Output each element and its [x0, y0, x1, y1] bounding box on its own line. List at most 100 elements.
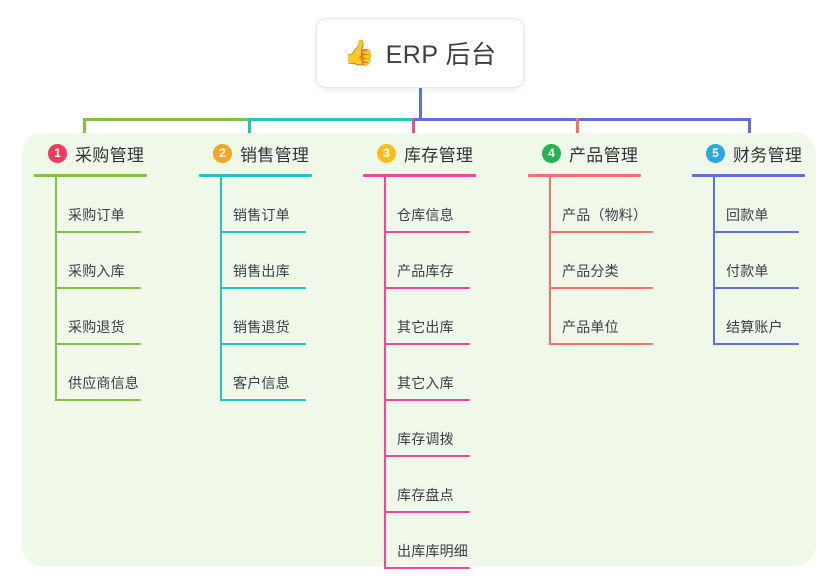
branch-item-underline [384, 287, 470, 289]
branch-item[interactable]: 产品库存 [384, 233, 476, 289]
branch-column: 1 采购管理采购订单采购入库采购退货供应商信息 [34, 140, 147, 401]
branch-item-label: 销售订单 [233, 207, 290, 223]
branch-item[interactable]: 付款单 [713, 233, 805, 289]
branch-item[interactable]: 出库库明细 [384, 513, 476, 569]
branch-item-underline [384, 511, 470, 513]
bus-segment [248, 118, 412, 121]
branch-item[interactable]: 产品（物料） [549, 177, 653, 233]
branch-item-label: 库存调拨 [397, 431, 454, 447]
branch-item-underline [220, 343, 306, 345]
branch-item[interactable]: 结算账户 [713, 289, 805, 345]
branch-column: 4 产品管理产品（物料） 产品分类产品单位 [528, 140, 653, 345]
branch-item[interactable]: 回款单 [713, 177, 805, 233]
branch-item[interactable]: 采购订单 [55, 177, 147, 233]
root-node-content: 👍 ERP 后台 [343, 35, 496, 71]
branch-item-label: 仓库信息 [397, 207, 454, 223]
branch-item[interactable]: 产品分类 [549, 233, 653, 289]
branch-header[interactable]: 4 产品管理 [528, 140, 641, 166]
branch-title: 库存管理 [404, 145, 474, 165]
branch-item-underline [220, 287, 306, 289]
bus-segment [83, 118, 248, 121]
branch-number-badge: 2 [213, 143, 232, 163]
branch-item-label: 销售出库 [233, 263, 290, 279]
branch-item-underline [55, 343, 141, 345]
branch-item-label: 出库库明细 [397, 543, 468, 559]
branch-item-label: 结算账户 [726, 319, 783, 335]
branch-item-underline [55, 399, 141, 401]
branch-item-underline [549, 231, 653, 233]
branch-spine [55, 177, 57, 401]
branch-item[interactable]: 采购入库 [55, 233, 147, 289]
bus-segment [426, 118, 748, 121]
branch-item[interactable]: 供应商信息 [55, 345, 147, 401]
branch-item-label: 付款单 [726, 263, 769, 279]
branch-number-badge: 4 [542, 143, 561, 163]
branch-header[interactable]: 3 库存管理 [363, 140, 476, 166]
branch-item-label: 产品（物料） [562, 207, 648, 223]
branch-item-label: 采购退货 [68, 319, 125, 335]
branch-item[interactable]: 销售出库 [220, 233, 312, 289]
branch-number-badge: 1 [48, 143, 67, 163]
branch-spine [713, 177, 715, 345]
branch-underline [692, 174, 805, 177]
branch-item[interactable]: 客户信息 [220, 345, 312, 401]
branch-item-label: 产品库存 [397, 263, 454, 279]
branch-item[interactable]: 仓库信息 [384, 177, 476, 233]
branch-header[interactable]: 1 采购管理 [34, 140, 147, 166]
branch-item-underline [713, 287, 799, 289]
branch-item[interactable]: 库存调拨 [384, 401, 476, 457]
branch-underline [34, 174, 147, 177]
branch-item[interactable]: 库存盘点 [384, 457, 476, 513]
branch-number-badge: 3 [377, 143, 396, 163]
branch-stub [248, 118, 251, 144]
mindmap-panel [22, 133, 816, 566]
branch-title: 采购管理 [75, 145, 145, 165]
branch-stub [748, 118, 751, 144]
branch-item[interactable]: 采购退货 [55, 289, 147, 345]
branch-item[interactable]: 销售订单 [220, 177, 312, 233]
branch-item-underline [713, 231, 799, 233]
branch-item-label: 其它入库 [397, 375, 454, 391]
branch-item-list: 销售订单销售出库销售退货客户信息 [220, 177, 312, 401]
branch-number-badge: 5 [706, 143, 725, 163]
bus-segment [412, 118, 426, 121]
branch-item-underline [384, 455, 470, 457]
branch-underline [363, 174, 476, 177]
branch-item[interactable]: 销售退货 [220, 289, 312, 345]
branch-item[interactable]: 其它入库 [384, 345, 476, 401]
thumbs-up-icon: 👍 [343, 38, 375, 67]
branch-item-underline [55, 231, 141, 233]
branch-item-label: 产品单位 [562, 319, 619, 335]
branch-header[interactable]: 2 销售管理 [199, 140, 312, 166]
branch-spine [384, 177, 386, 569]
trunk-connector [419, 88, 422, 121]
branch-item-list: 产品（物料） 产品分类产品单位 [549, 177, 653, 345]
root-node-title: ERP 后台 [385, 41, 497, 69]
root-node-card[interactable]: 👍 ERP 后台 [316, 18, 524, 88]
branch-item-list: 仓库信息产品库存其它出库其它入库库存调拨库存盘点出库库明细 [384, 177, 476, 569]
branch-item[interactable]: 产品单位 [549, 289, 653, 345]
branch-item[interactable]: 其它出库 [384, 289, 476, 345]
branch-item-label: 销售退货 [233, 319, 290, 335]
branch-item-label: 采购订单 [68, 207, 125, 223]
branch-title: 销售管理 [240, 145, 310, 165]
branch-item-label: 其它出库 [397, 319, 454, 335]
branch-column: 3 库存管理仓库信息产品库存其它出库其它入库库存调拨库存盘点出库库明细 [363, 140, 476, 569]
branch-item-label: 产品分类 [562, 263, 619, 279]
branch-item-underline [384, 231, 470, 233]
branch-stub [412, 118, 415, 144]
branch-spine [220, 177, 222, 401]
branch-item-label: 库存盘点 [397, 487, 454, 503]
branch-stub [83, 118, 86, 144]
branch-underline [199, 174, 312, 177]
branch-title: 产品管理 [569, 145, 639, 165]
branch-item-list: 回款单付款单结算账户 [713, 177, 805, 345]
branch-item-underline [220, 231, 306, 233]
branch-item-label: 采购入库 [68, 263, 125, 279]
branch-item-underline [549, 287, 653, 289]
branch-underline [528, 174, 641, 177]
branch-item-underline [55, 287, 141, 289]
branch-column: 2 销售管理销售订单销售出库销售退货客户信息 [199, 140, 312, 401]
